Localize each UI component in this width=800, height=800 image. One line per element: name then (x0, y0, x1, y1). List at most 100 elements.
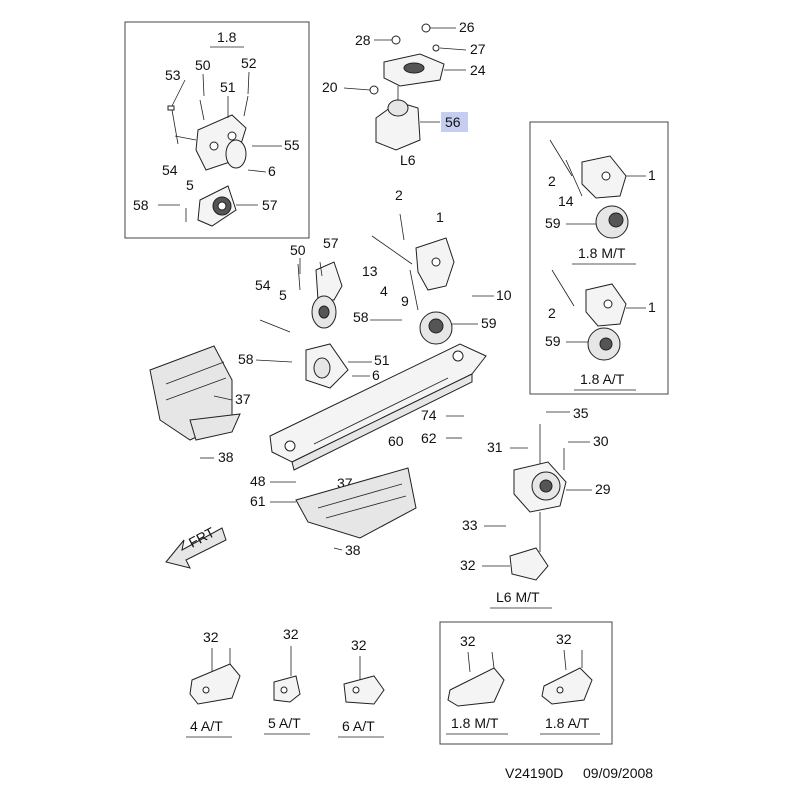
frame-bottom-1-8 (439, 621, 613, 745)
callout-58: 58 (133, 197, 149, 213)
callout-61: 61 (250, 493, 266, 509)
footer-code: V24190D (505, 765, 563, 781)
splash-shield-bottom (295, 467, 417, 539)
caption-5-at: 5 A/T (268, 715, 301, 731)
mount-4-at (189, 648, 241, 705)
callout-56-highlight (441, 112, 468, 132)
callout-59: 59 (545, 215, 561, 231)
callout-74: 74 (421, 407, 437, 423)
callout-37: 37 (235, 391, 251, 407)
caption-1-8-mt: 1.8 M/T (578, 245, 626, 261)
callout-59b: 59 (545, 333, 561, 349)
callout-50c: 50 (290, 242, 306, 258)
callout-32: 32 (460, 557, 476, 573)
callout-62: 62 (421, 430, 437, 446)
mount-1-8-at-bottom (541, 649, 593, 705)
callout-59c: 59 (481, 315, 497, 331)
caption-1-8-at: 1.8 A/T (580, 371, 625, 387)
callout-29: 29 (595, 481, 611, 497)
caption-4-at: 4 A/T (190, 718, 223, 734)
callout-38b: 38 (345, 542, 361, 558)
callout-32-4at: 32 (203, 629, 219, 645)
mount-center-right (371, 213, 455, 345)
mount-l6 (369, 23, 445, 151)
callout-27: 27 (470, 41, 486, 57)
callout-2c: 2 (395, 187, 403, 203)
callout-58d: 58 (238, 351, 254, 367)
callout-1: 1 (648, 167, 656, 183)
front-arrow-icon: FRT (165, 524, 227, 569)
mount-l6-mt (509, 424, 567, 581)
callout-28: 28 (355, 32, 371, 48)
caption-1-8: 1.8 (217, 29, 237, 45)
mount-1-8-mt (549, 139, 629, 239)
leader (247, 169, 267, 173)
callout-30: 30 (593, 433, 609, 449)
caption-l6: L6 (400, 152, 416, 168)
callout-5c: 5 (279, 287, 287, 303)
callout-51: 51 (220, 79, 236, 95)
callout-24: 24 (470, 62, 486, 78)
caption-l6-mt: L6 M/T (496, 589, 540, 605)
mount-5-at (273, 646, 301, 703)
mount-1-8-mt-bottom (447, 651, 505, 707)
callout-54: 54 (162, 162, 178, 178)
callout-1c: 1 (436, 209, 444, 225)
callout-2: 2 (548, 173, 556, 189)
callout-32-18mt: 32 (460, 633, 476, 649)
callout-57c: 57 (323, 235, 339, 251)
callout-6c: 6 (372, 367, 380, 383)
callout-58c: 58 (353, 309, 369, 325)
callout-54c: 54 (255, 277, 271, 293)
callout-32-18at: 32 (556, 631, 572, 647)
callout-52: 52 (241, 55, 257, 71)
leader (171, 79, 186, 107)
callout-4: 4 (380, 283, 388, 299)
callout-60: 60 (388, 433, 404, 449)
callout-53: 53 (165, 67, 181, 83)
splash-shield-left (149, 345, 241, 441)
callout-20: 20 (322, 79, 338, 95)
callout-13: 13 (362, 263, 378, 279)
callout-31: 31 (487, 439, 503, 455)
callout-38: 38 (218, 449, 234, 465)
callout-1b: 1 (648, 299, 656, 315)
callout-32-5at: 32 (283, 626, 299, 642)
callout-50: 50 (195, 57, 211, 73)
callout-14: 14 (558, 193, 574, 209)
leader (333, 547, 343, 551)
caption-bottom-1-8-mt: 1.8 M/T (451, 715, 499, 731)
callout-33: 33 (462, 517, 478, 533)
caption-bottom-1-8-at: 1.8 A/T (545, 715, 590, 731)
frame-1-8-transmission (529, 121, 669, 395)
leader (319, 261, 323, 277)
mount-bracket-1-8 (167, 95, 249, 227)
callout-51c: 51 (374, 352, 390, 368)
leader (439, 47, 467, 51)
subframe-crossmember (269, 343, 487, 471)
mount-center-left (259, 261, 349, 389)
leader (343, 87, 371, 91)
callout-5: 5 (186, 177, 194, 193)
callout-48: 48 (250, 473, 266, 489)
leader (255, 359, 293, 363)
mount-6-at (343, 656, 385, 705)
leader (213, 395, 233, 401)
callout-32-6at: 32 (351, 637, 367, 653)
callout-9: 9 (401, 293, 409, 309)
caption-6-at: 6 A/T (342, 718, 375, 734)
mount-1-8-at (551, 269, 627, 361)
callout-2b: 2 (548, 305, 556, 321)
callout-55: 55 (284, 137, 300, 153)
callout-57: 57 (262, 197, 278, 213)
callout-56: 56 (445, 114, 461, 130)
footer-date: 09/09/2008 (583, 765, 653, 781)
callout-26: 26 (459, 19, 475, 35)
callout-6: 6 (268, 163, 276, 179)
callout-10: 10 (496, 287, 512, 303)
callout-35: 35 (573, 405, 589, 421)
leader (247, 71, 250, 95)
leader (202, 73, 205, 97)
frame-1-8-engine (124, 21, 310, 239)
